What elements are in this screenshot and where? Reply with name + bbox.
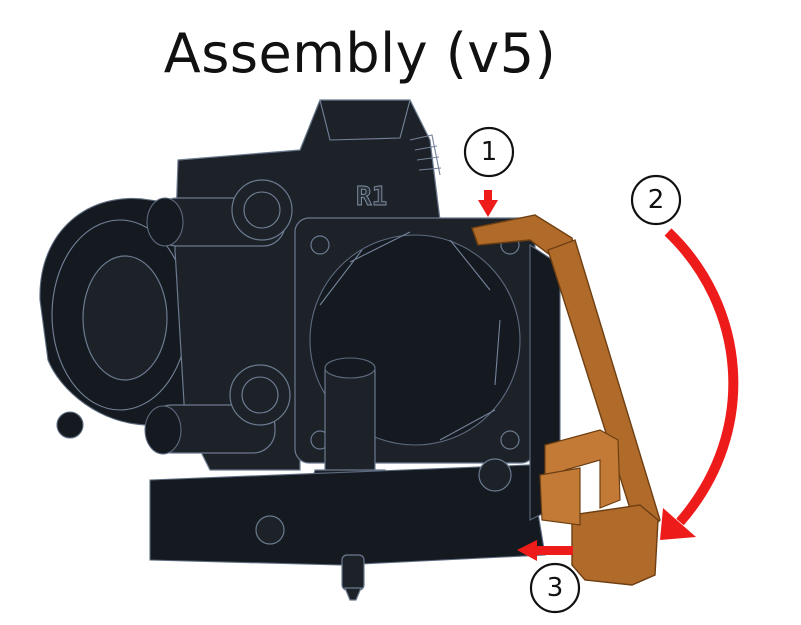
diagram-title: Assembly (v5): [163, 22, 557, 85]
base-screw-right: [478, 458, 512, 492]
arrow-3-shaft: [535, 546, 573, 555]
fan-blades: [319, 231, 501, 441]
lower-shaft-end: [144, 405, 182, 455]
lower-bearing-inner: [241, 376, 279, 414]
clip-foot-left: [539, 467, 581, 526]
base-plate: [149, 464, 546, 566]
body-fin-lines: [414, 145, 442, 171]
arrow-1-shaft: [484, 190, 492, 202]
step-circle-1: [463, 126, 515, 178]
step-number-2: 2: [648, 185, 665, 215]
arrow-1-head: [478, 200, 498, 217]
step-number-3: 3: [547, 573, 564, 603]
blower-fan-hub: [82, 255, 168, 381]
orange-clip-tool: [471, 214, 661, 586]
arrow-2-curve: [664, 228, 739, 526]
step-circle-2: [630, 174, 682, 226]
arrow-3-head: [517, 540, 537, 561]
fan-screw-tl: [310, 235, 330, 255]
body-fins: [409, 134, 441, 176]
step-arrows: [478, 190, 739, 561]
part-label: R1: [356, 182, 387, 212]
extruder-assembly: R1: [39, 99, 561, 601]
blower-mount-ear: [56, 411, 84, 439]
upper-bearing: [231, 179, 293, 241]
upper-bearing-inner: [243, 191, 281, 229]
nozzle: [341, 554, 365, 591]
body-top-edge: [319, 99, 411, 141]
step-number-1: 1: [481, 137, 498, 167]
nozzle-tip: [344, 587, 362, 601]
upper-shaft-end: [146, 197, 184, 247]
base-screw-left: [255, 515, 285, 545]
step-marker-2: 2: [630, 174, 682, 226]
heatbreak-top: [324, 357, 376, 379]
step-marker-1: 1: [463, 126, 515, 178]
clip-foot: [571, 504, 659, 586]
step-marker-3: 3: [529, 562, 581, 614]
step-circle-3: [529, 562, 581, 614]
fan-screw-br: [500, 430, 520, 450]
arrow-2-head: [660, 508, 696, 540]
lower-bearing: [229, 364, 291, 426]
